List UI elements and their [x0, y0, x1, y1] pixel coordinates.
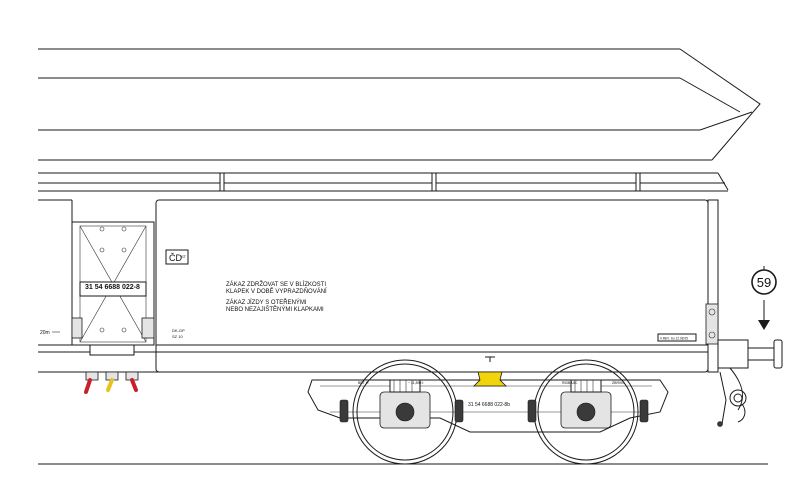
brake-handles: [84, 371, 139, 394]
frame-labels: BRT H ~ 11,895 t RIDB/UIC ZBRVIC 31 54 6…: [358, 381, 625, 408]
spring-right: [570, 379, 602, 393]
center-mark: [485, 356, 495, 362]
owner-mark-small: ST: [181, 254, 187, 259]
bogie: [307, 359, 669, 465]
main-body-panel: [155, 199, 719, 373]
bogie-pivot: [473, 371, 507, 387]
arrow-head-icon: [758, 320, 770, 330]
wagon-number-frame: 31 54 6688 022-8b: [468, 402, 510, 408]
inspection-line-1: DK-GP: [172, 328, 185, 333]
frame-label-4: ZBRVIC: [612, 381, 625, 385]
hopper-top: [38, 48, 761, 191]
warning-line-4: NEBO NEZAJIŠTĚNÝMI KLAPKAMI: [226, 305, 324, 313]
warning-line-3: ZÁKAZ JÍZDY S OTEŘENÝMI: [226, 298, 307, 306]
inspection-labels: DK-GP SZ 10: [172, 328, 185, 339]
spring-left: [389, 379, 421, 393]
frame-label-3: RIDB/UIC: [562, 381, 578, 385]
discharge-door-panel: [71, 221, 155, 356]
revision-label: V.REV. Su 12.08.05: [660, 337, 688, 341]
length-label: 20m: [40, 330, 50, 336]
warning-line-2: KLAPEK V DOBĚ VYPRAZDŇOVÁNÍ: [226, 287, 327, 295]
owner-mark-box: ČD ST: [165, 249, 189, 265]
wagon-number-door: 31 54 6688 022-8: [85, 284, 140, 291]
callout-number: 59: [757, 275, 771, 290]
revision-box: V.REV. Su 12.08.05: [657, 333, 697, 342]
buffer-coupler: [717, 339, 783, 427]
frame-label-1: BRT H: [358, 381, 369, 385]
hopper-posts: [38, 172, 728, 192]
inspection-line-2: SZ 10: [172, 334, 183, 339]
warning-line-1: ZÁKAZ ZDRŽOVAT SE V BLÍZKOSTI: [226, 280, 326, 288]
warning-text: ZÁKAZ ZDRŽOVAT SE V BLÍZKOSTI KLAPEK V D…: [226, 280, 327, 313]
frame-label-2: ~ 11,895 t: [408, 381, 423, 385]
callout-59: 59: [751, 266, 777, 330]
owner-mark: ČD: [169, 253, 182, 263]
